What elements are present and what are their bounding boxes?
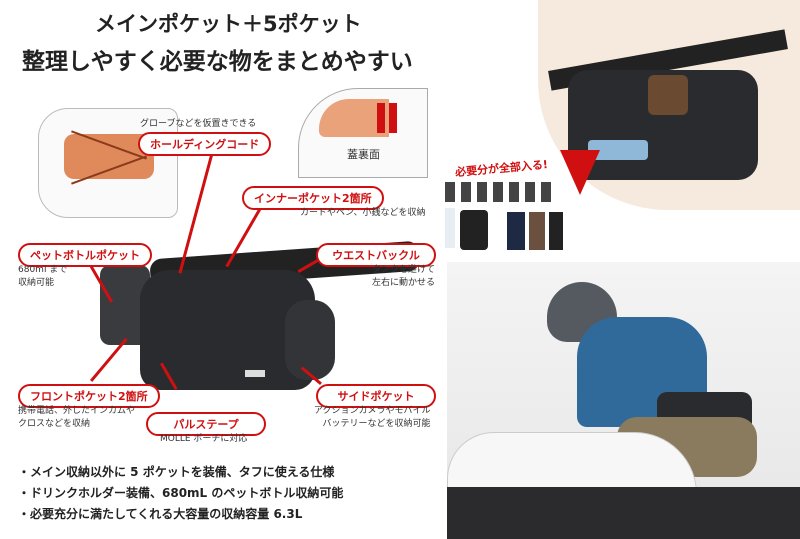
feature-note-inner-pocket: カードやペン、小銭などを収納 <box>300 208 426 218</box>
bullet-item: ・必要充分に満たしてくれる大容量の収納容量 6.3L <box>18 507 303 521</box>
feature-label-pals-tape: パルステープ <box>146 412 266 436</box>
bullet-item: ・ドリンクホルダー装備、680mL のペットボトル収納可能 <box>18 486 344 500</box>
feature-label-bottle-pocket: ペットボトルポケット <box>18 243 152 267</box>
feature-note-waist-buckle: タンクを避けて 左右に動かせる <box>372 265 436 288</box>
feature-note-side-pocket: アクションカメラやモバイル バッテリーなどを収納可能 <box>314 406 431 429</box>
feature-label-holding-cord: ホールディングコード <box>138 132 272 156</box>
feature-label-side-pocket: サイドポケット <box>316 384 436 408</box>
bag-photo <box>95 240 425 420</box>
feature-note-holding-cord: グローブなどを仮置きできる <box>140 119 257 129</box>
feature-bullets: ・メイン収納以外に 5 ポケットを装備、タフに使える仕様 ・ドリンクホルダー装備… <box>18 462 343 525</box>
headline-line1: メインポケット＋5ポケット <box>95 12 362 36</box>
feature-label-front-pocket: フロントポケット2箇所 <box>18 384 160 408</box>
holding-cord-illustration <box>38 108 178 218</box>
feature-note-bottle-pocket: 680ml まで 収納可能 <box>18 265 68 288</box>
feature-label-waist-buckle: ウエストバックル <box>316 243 436 267</box>
pointer-triangle <box>560 150 600 195</box>
contents-photo <box>445 182 565 252</box>
feature-note-front-pocket: 携帯電話、外したインカムや クロスなどを収納 <box>18 406 136 429</box>
headline-line2: 整理しやすく必要な物をまとめやすい <box>22 49 413 75</box>
feature-label-inner-pocket: インナーポケット2箇所 <box>242 186 384 210</box>
feature-note-pals-tape: MOLLE ポーチに対応 <box>160 434 248 444</box>
rider-photo <box>447 262 800 539</box>
lid-illustration <box>298 88 428 178</box>
bullet-item: ・メイン収納以外に 5 ポケットを装備、タフに使える仕様 <box>18 465 335 479</box>
contents-caption: 必要分が全部入る! <box>454 157 549 180</box>
lid-caption: 蓋裏面 <box>347 148 380 161</box>
